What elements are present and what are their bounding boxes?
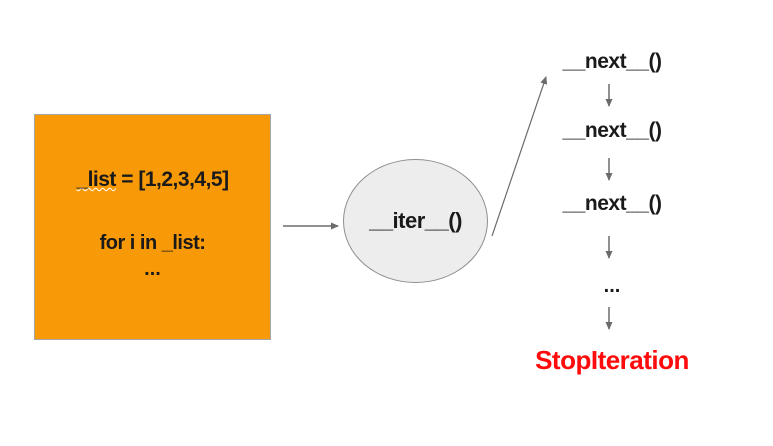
iter-ellipse: __iter__() bbox=[343, 159, 488, 283]
stop-iteration-label: StopIteration bbox=[535, 345, 689, 375]
next-call-3: __next__() bbox=[562, 192, 662, 215]
assignment-value: = [1,2,3,4,5] bbox=[115, 168, 229, 191]
iter-label: __iter__() bbox=[369, 208, 462, 233]
assignment-target-underlined: _list bbox=[76, 168, 116, 191]
code-line-assignment: _list = [1,2,3,4,5] bbox=[35, 168, 270, 192]
arrow-iter-to-next bbox=[491, 76, 548, 237]
next-call-1: __next__() bbox=[562, 50, 662, 73]
code-box: _list = [1,2,3,4,5] for i in _list: ... bbox=[34, 114, 271, 340]
code-line-ellipsis: ... bbox=[144, 258, 161, 280]
next-call-2: __next__() bbox=[562, 119, 662, 142]
next-sequence-ellipsis: ... bbox=[603, 275, 621, 297]
code-line-for-loop: for i in _list: bbox=[99, 232, 206, 254]
